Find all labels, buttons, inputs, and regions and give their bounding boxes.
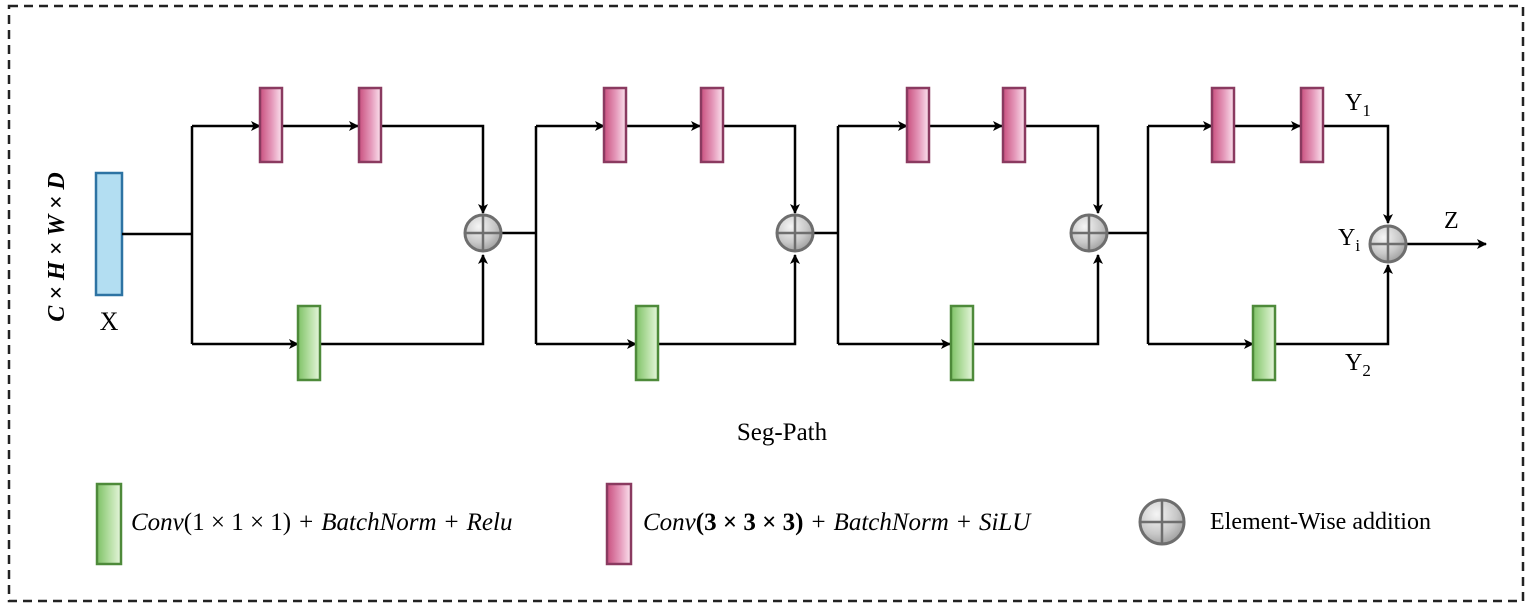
output-yi-label: Yi — [1338, 225, 1360, 255]
legend-green-label: Conv(1 × 1 × 1)+BatchNorm+Relu — [131, 509, 512, 536]
connections — [122, 121, 1487, 349]
adder-3 — [1069, 213, 1109, 253]
section-label: Seg-Path — [737, 419, 828, 446]
pink-block-4a — [1210, 86, 1236, 164]
output-z-label: Z — [1444, 208, 1459, 234]
green-block-4 — [1251, 304, 1277, 382]
legend-pink-label: Conv(3 × 3 × 3)+BatchNorm+SiLU — [643, 509, 1032, 536]
legend-green-swatch — [95, 482, 123, 566]
green-block-2 — [634, 304, 660, 382]
adder-2 — [775, 213, 815, 253]
legend-add-label: Element-Wise addition — [1210, 509, 1431, 535]
pink-block-1a — [258, 86, 284, 164]
legend-adder-icon — [1138, 498, 1186, 546]
legend: Conv(1 × 1 × 1)+BatchNorm+Relu Conv(3 × … — [95, 482, 1431, 566]
pink-block-3b — [1001, 86, 1027, 164]
output-y2-label: Y2 — [1345, 350, 1371, 380]
green-block-1 — [296, 304, 322, 382]
pink-block-2a — [602, 86, 628, 164]
adder-1 — [463, 213, 503, 253]
output-y1-label: Y1 — [1345, 90, 1371, 120]
outer-dashed-border — [7, 4, 1525, 603]
pink-block-4b — [1299, 86, 1325, 164]
input-dims-label: C × H × W × D — [44, 172, 70, 322]
input-x-label: X — [100, 307, 119, 336]
green-conv-blocks — [296, 304, 1277, 382]
green-block-3 — [949, 304, 975, 382]
pink-block-1b — [357, 86, 383, 164]
adder-4 — [1368, 224, 1408, 264]
pink-conv-blocks — [258, 86, 1325, 164]
input-block — [94, 171, 124, 297]
legend-pink-swatch — [605, 482, 633, 566]
pink-block-3a — [905, 86, 931, 164]
pink-block-2b — [699, 86, 725, 164]
